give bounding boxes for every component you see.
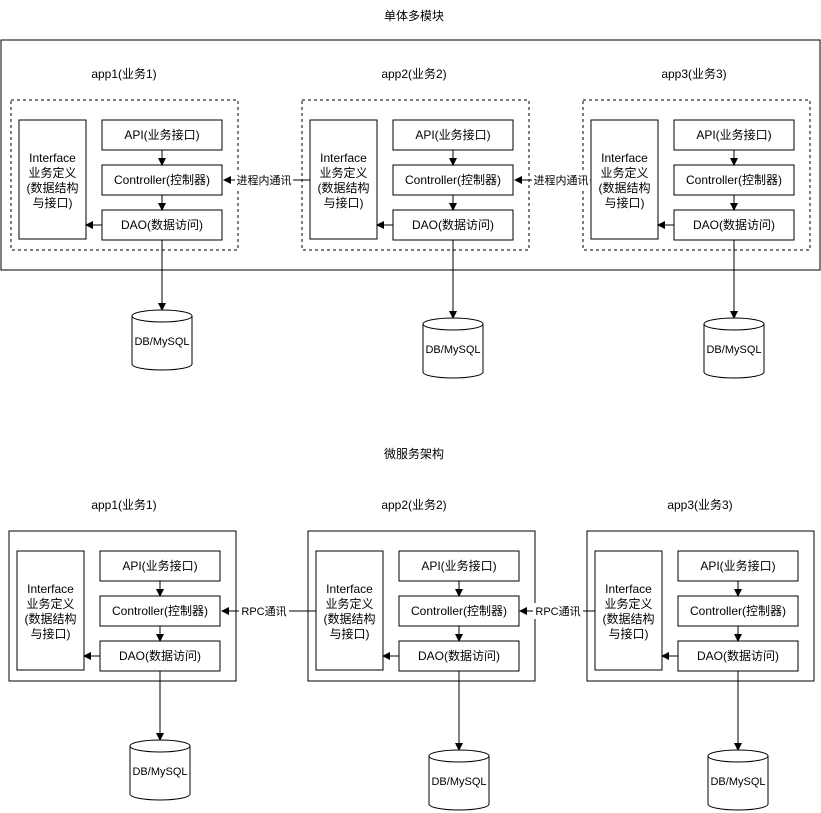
microservice-app1-interface-line: 业务定义 (26, 596, 74, 611)
microservice-app3-interface-line: 业务定义 (604, 596, 652, 611)
monolith-app1-dao-box-label: DAO(数据访问) (121, 217, 203, 232)
microservice-app1-db-label: DB/MySQL (132, 766, 187, 778)
microservice-app1-api-box (99, 550, 221, 582)
microservice-app2-interface-box (315, 550, 384, 671)
monolith-app1-name: app1(业务1) (91, 66, 156, 81)
monolith-app1-controller-box-label: Controller(控制器) (114, 173, 210, 187)
monolith-app1-db-icon (131, 309, 193, 371)
microservice-app3-interface-line: 与接口) (609, 626, 649, 641)
microservice-app3-controller-box-label: Controller(控制器) (690, 604, 786, 618)
monolith-app1-db-label: DB/MySQL (134, 336, 189, 348)
monolith-app2-dao-box-label: DAO(数据访问) (412, 217, 494, 232)
microservice-app2-controller-box-label: Controller(控制器) (411, 604, 507, 618)
microservice-app3-name: app3(业务3) (667, 497, 732, 512)
monolith-app3-interface-box (590, 119, 659, 240)
microservice-app3-api-box (677, 550, 799, 582)
microservice-app3-db-rim (707, 755, 769, 763)
monolith-app3-interface-line: (数据结构 (599, 180, 651, 195)
monolith-app1-db-rim (131, 315, 193, 323)
monolith-link-label-1: 进程内通讯 (237, 173, 292, 187)
microservice-app2-interface-line: 与接口) (330, 626, 370, 641)
microservice-app3-interface-line: (数据结构 (603, 611, 655, 626)
monolith-link-label-2: 进程内通讯 (534, 173, 589, 187)
monolith-app2-db-label: DB/MySQL (425, 344, 480, 356)
monolith-app1-api-box-label: API(业务接口) (124, 127, 199, 142)
monolith-app2-api-box-label: API(业务接口) (415, 127, 490, 142)
microservice-app1-db-rim (129, 745, 191, 753)
microservice-app2-api-box (398, 550, 520, 582)
microservice-app1-dao-box (99, 640, 221, 672)
monolith-app2-db-icon (422, 317, 484, 379)
microservice-app3-controller-box (677, 595, 799, 627)
monolith-app2-interface-line: 业务定义 (319, 165, 367, 180)
monolith-app2-db-rim (422, 323, 484, 331)
microservice-app1-dao-box-label: DAO(数据访问) (119, 648, 201, 663)
monolith-app3-interface-line: Interface (601, 151, 648, 165)
monolith-app2-frame (301, 99, 530, 251)
microservice-app2-db-rim (428, 755, 490, 763)
microservice-app2-db-label: DB/MySQL (431, 776, 486, 788)
monolith-title: 单体多模块 (384, 9, 444, 23)
monolith-app2-interface-line: Interface (320, 151, 367, 165)
microservice-app3-dao-box (677, 640, 799, 672)
monolith-app3-name: app3(业务3) (661, 66, 726, 81)
monolith-app1-interface-box (18, 119, 87, 240)
microservice-app2-db-icon (428, 749, 490, 811)
microservice-app1-controller-box-label: Controller(控制器) (112, 604, 208, 618)
microservice-app2-name: app2(业务2) (381, 497, 446, 512)
monolith-app1-controller-box (101, 164, 223, 196)
microservice-app3-interface-box (594, 550, 663, 671)
monolith-app3-db-rim (703, 323, 765, 331)
rpc-link-label-2: RPC通讯 (535, 605, 580, 618)
microservice-app3-api-box-label: API(业务接口) (700, 558, 775, 573)
microservice-app2-dao-box-label: DAO(数据访问) (418, 648, 500, 663)
monolith-app2-interface-line: (数据结构 (318, 180, 370, 195)
monolith-app2-controller-box-label: Controller(控制器) (405, 173, 501, 187)
microservice-app1-name: app1(业务1) (91, 497, 156, 512)
monolith-app3-controller-box-label: Controller(控制器) (686, 173, 782, 187)
monolith-app3-db-label: DB/MySQL (706, 344, 761, 356)
monolith-app2-api-box (392, 119, 514, 151)
microservice-app2-interface-line: 业务定义 (325, 596, 373, 611)
monolith-app3-db-icon (703, 317, 765, 379)
monolith-app3-interface-line: 业务定义 (600, 165, 648, 180)
monolith-app1-interface-line: (数据结构 (27, 180, 79, 195)
monolith-app1-interface-line: Interface (29, 151, 76, 165)
microservice-app2-interface-line: Interface (326, 582, 373, 596)
monolith-app3-interface-line: 与接口) (605, 195, 645, 210)
monolith-app1-interface-line: 业务定义 (28, 165, 76, 180)
monolith-app2-name: app2(业务2) (381, 66, 446, 81)
microservice-app1-interface-line: Interface (27, 582, 74, 596)
microservice-app1-interface-box (16, 550, 85, 671)
microservices-title: 微服务架构 (384, 446, 444, 461)
microservice-app2-api-box-label: API(业务接口) (421, 558, 496, 573)
monolith-app3-dao-box-label: DAO(数据访问) (693, 217, 775, 232)
microservice-app3-dao-box-label: DAO(数据访问) (697, 648, 779, 663)
monolith-app1-interface-line: 与接口) (33, 195, 73, 210)
monolith-app2-interface-line: 与接口) (324, 195, 364, 210)
rpc-link-label-1: RPC通讯 (241, 605, 286, 618)
microservice-app3-db-icon (707, 749, 769, 811)
microservice-app2-interface-line: (数据结构 (324, 611, 376, 626)
microservice-app1-db-icon (129, 739, 191, 801)
monolith-app3-api-box-label: API(业务接口) (696, 127, 771, 142)
microservice-app1-api-box-label: API(业务接口) (122, 558, 197, 573)
microservice-app1-interface-line: (数据结构 (25, 611, 77, 626)
microservice-app3-interface-line: Interface (605, 582, 652, 596)
microservice-app1-interface-line: 与接口) (31, 626, 71, 641)
microservice-app3-db-label: DB/MySQL (710, 776, 765, 788)
